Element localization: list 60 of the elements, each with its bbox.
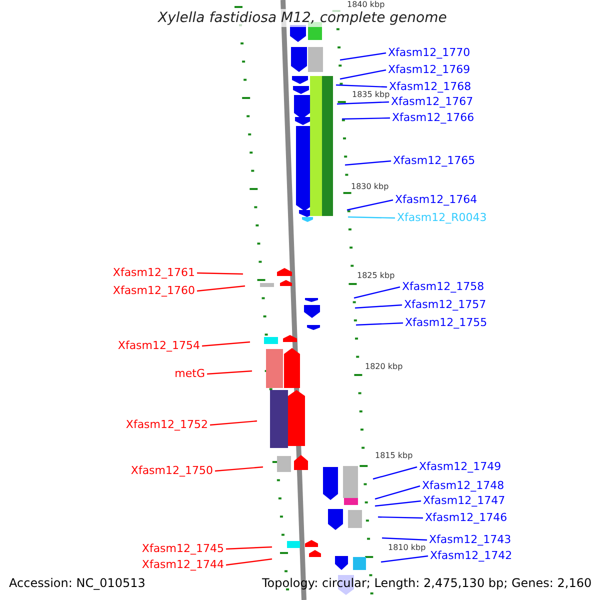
gene-label: Xfasm12_1745 [142, 542, 224, 556]
gene-label: Xfasm12_1767 [391, 95, 474, 109]
leader-line [354, 286, 400, 299]
gene-label: Xfasm12_1744 [142, 558, 224, 572]
leader-line [214, 466, 264, 472]
scale-label: 1835 kbp [352, 90, 390, 99]
gene-label: Xfasm12_1746 [425, 511, 508, 525]
leader-line [348, 216, 396, 219]
gene-label: Xfasm12_R0043 [397, 211, 487, 225]
leader-line [196, 272, 244, 275]
gene-label: Xfasm12_1743 [429, 533, 512, 547]
scale-label: 1840 kbp [347, 0, 385, 9]
gene-label: Xfasm12_1769 [388, 63, 470, 77]
leader-line [210, 420, 258, 426]
footer-text: Topology: circular; Length: 2,475,130 bp; Genes: 2,160 [262, 576, 592, 590]
leader-line [356, 322, 404, 326]
scale-label: 1820 kbp [365, 362, 403, 371]
gene-label: Xfasm12_1754 [118, 339, 200, 353]
gene-label: Xfasm12_1768 [389, 80, 472, 94]
leader-line [344, 160, 392, 166]
leader-line [202, 341, 250, 347]
gene-label: Xfasm12_1765 [393, 154, 476, 168]
gene-label: Xfasm12_1755 [405, 316, 488, 330]
leader-line [206, 370, 252, 375]
leader-line [340, 69, 386, 80]
leader-line [342, 117, 390, 120]
gene-label: Xfasm12_1742 [430, 549, 512, 563]
gene-label: Xfasm12_1766 [392, 111, 474, 125]
gene-label: Xfasm12_1758 [402, 280, 484, 294]
leader-line [374, 485, 420, 500]
gene-label: metG [174, 367, 205, 381]
leader-line [340, 52, 386, 61]
leader-line [380, 555, 428, 563]
leader-line [354, 304, 402, 309]
scale-label: 1830 kbp [351, 182, 389, 191]
leader-line [336, 84, 388, 88]
gene-label: Xfasm12_1750 [130, 464, 213, 478]
leader-line [382, 537, 428, 541]
gene-label: Xfasm12_1770 [388, 46, 470, 60]
leader-line [372, 466, 418, 480]
gene-label: Xfasm12_1748 [422, 479, 504, 493]
leader-line [226, 558, 272, 566]
gene-label: Xfasm12_1749 [419, 460, 502, 474]
leader-line [374, 500, 422, 507]
gene-label: Xfasm12_1747 [423, 494, 506, 508]
gene-label: Xfasm12_1757 [404, 298, 486, 312]
gene-label: Xfasm12_1752 [126, 418, 208, 432]
leader-line [378, 516, 424, 519]
scale-label: 1810 kbp [388, 543, 426, 552]
scale-label: 1825 kbp [357, 271, 395, 280]
gene-label: Xfasm12_1760 [112, 284, 195, 298]
leader-line [346, 199, 394, 211]
leader-line [336, 101, 390, 105]
leader-line [226, 546, 272, 550]
title: Xylella fastidiosa M12, complete genome [158, 9, 447, 27]
footer-text: Accession: NC_010513 [9, 576, 146, 590]
gene-label: Xfasm12_1761 [112, 266, 195, 280]
leader-line [196, 285, 246, 292]
scale-label: 1815 kbp [375, 451, 413, 460]
gene-label: Xfasm12_1764 [395, 193, 478, 207]
